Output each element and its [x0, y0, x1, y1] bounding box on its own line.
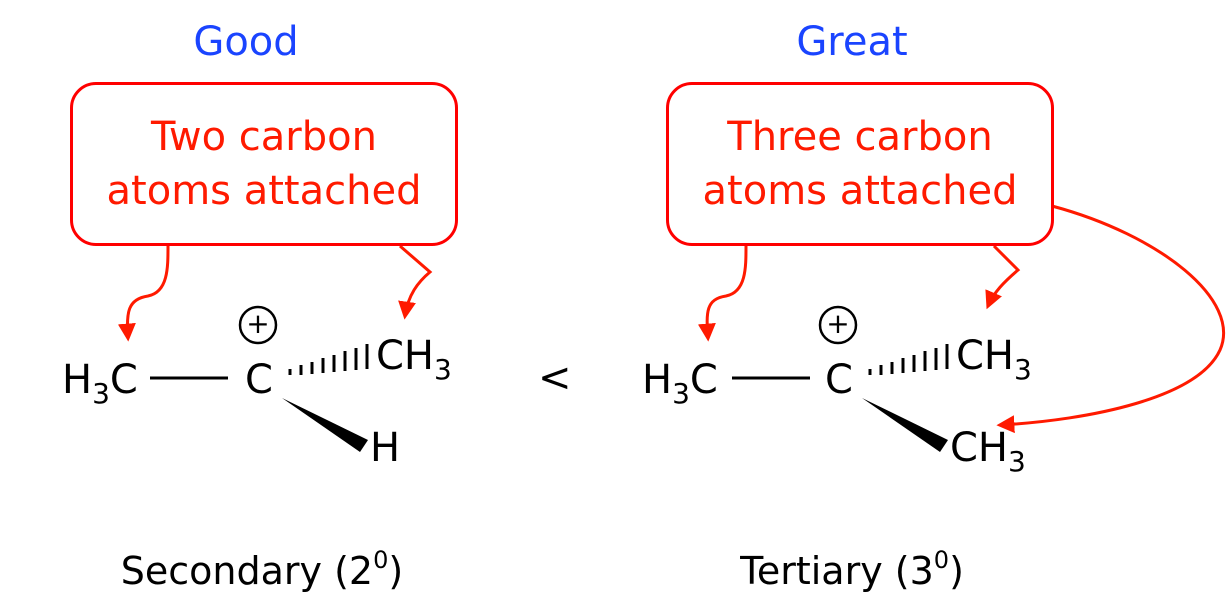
charge-sign-tertiary: + — [826, 307, 850, 340]
wedge-hydrogen-secondary: H — [370, 425, 401, 471]
wedge-bond-secondary — [282, 398, 368, 452]
left-methyl-group-tertiary: H3C — [642, 357, 718, 410]
hashed-methyl-group-tertiary: CH3 — [956, 333, 1032, 386]
hashed-methyl-group-secondary: CH3 — [376, 333, 452, 386]
carbocation-carbon-secondary: C — [245, 357, 273, 403]
wedge-methyl-group-tertiary: CH3 — [950, 425, 1026, 478]
caption-tertiary: Tertiary (30) — [740, 546, 964, 593]
less-than-sign: < — [538, 355, 572, 401]
arrow-box-to-left-carbon-secondary — [117, 245, 170, 342]
carbocation-carbon-tertiary: C — [825, 357, 853, 403]
left-methyl-group-secondary: H3C — [62, 357, 138, 410]
annotation-box-tertiary: Three carbon atoms attached — [666, 82, 1054, 246]
annotation-line-2-tertiary: atoms attached — [702, 168, 1018, 214]
charge-circle-tertiary — [818, 305, 858, 345]
arrow-box-to-left-carbon-tertiary — [697, 245, 748, 342]
charge-circle-secondary — [238, 305, 278, 345]
arrow-box-to-hashed-methyl-tertiary — [985, 244, 1021, 310]
annotation-line-2-secondary: atoms attached — [106, 168, 422, 214]
rating-label-great: Great — [796, 19, 908, 65]
rating-label-good: Good — [193, 19, 299, 65]
arrow-box-to-methyl-secondary — [398, 244, 433, 320]
arrow-box-to-wedge-methyl-tertiary — [996, 204, 1226, 434]
hashed-bond-tertiary — [868, 344, 949, 375]
annotation-box-secondary: Two carbon atoms attached — [70, 82, 458, 246]
hashed-bond-secondary — [288, 344, 369, 375]
wedge-bond-tertiary — [862, 398, 948, 452]
caption-secondary: Secondary (20) — [120, 546, 404, 593]
annotation-line-1-secondary: Two carbon — [151, 114, 377, 160]
annotation-line-1-tertiary: Three carbon — [727, 114, 993, 160]
charge-sign-secondary: + — [246, 307, 270, 340]
